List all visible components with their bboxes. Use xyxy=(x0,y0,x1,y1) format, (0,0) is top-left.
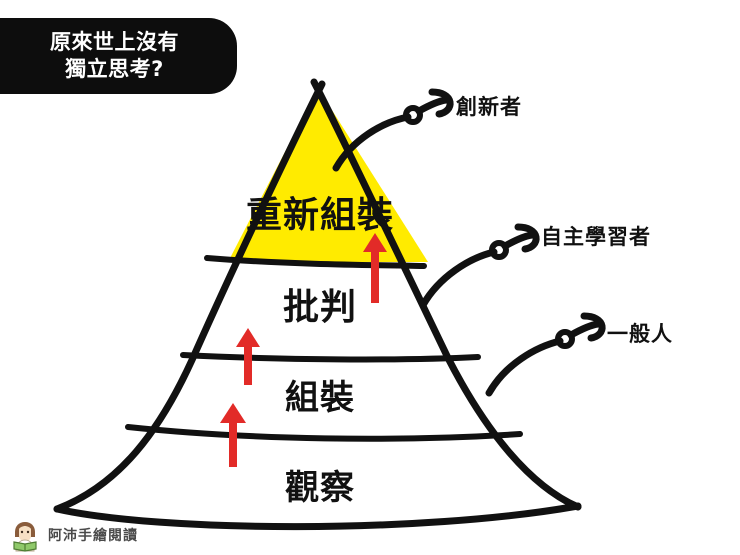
tier-divider-2 xyxy=(180,352,481,363)
watermark-text: 阿沛手繪閱讀 xyxy=(48,528,138,544)
annotation-label-self-learner: 自主學習者 xyxy=(541,225,651,249)
tier-divider-3 xyxy=(125,424,523,442)
annotation-label-ordinary-people: 一般人 xyxy=(607,322,673,346)
reader-avatar-icon xyxy=(13,522,37,552)
annotation-label-innovator: 創新者 xyxy=(456,95,522,119)
connector-arrow-3 xyxy=(485,312,606,397)
title-badge: 原來世上沒有 獨立思考? xyxy=(0,18,237,94)
pyramid-base-edge xyxy=(53,502,582,531)
tier-label-assemble: 組裝 xyxy=(285,378,355,418)
tier-label-observe: 觀察 xyxy=(285,468,355,508)
watermark: 阿沛手繪閱讀 xyxy=(8,518,138,552)
connector-arrow-1 xyxy=(332,88,454,172)
title-line-2: 獨立思考? xyxy=(65,57,164,81)
pyramid-left-edge xyxy=(53,80,326,513)
pyramid-right-edge xyxy=(310,78,582,511)
tier-divider-1 xyxy=(204,255,427,269)
title-line-1: 原來世上沒有 xyxy=(50,29,179,54)
progress-arrow-3 xyxy=(220,403,246,467)
connector-arrow-2 xyxy=(419,223,540,309)
tier-label-critique: 批判 xyxy=(282,287,357,328)
tier-label-reassemble: 重新組裝 xyxy=(245,195,394,236)
progress-arrow-2 xyxy=(236,328,260,385)
progress-arrow-1 xyxy=(363,233,387,303)
